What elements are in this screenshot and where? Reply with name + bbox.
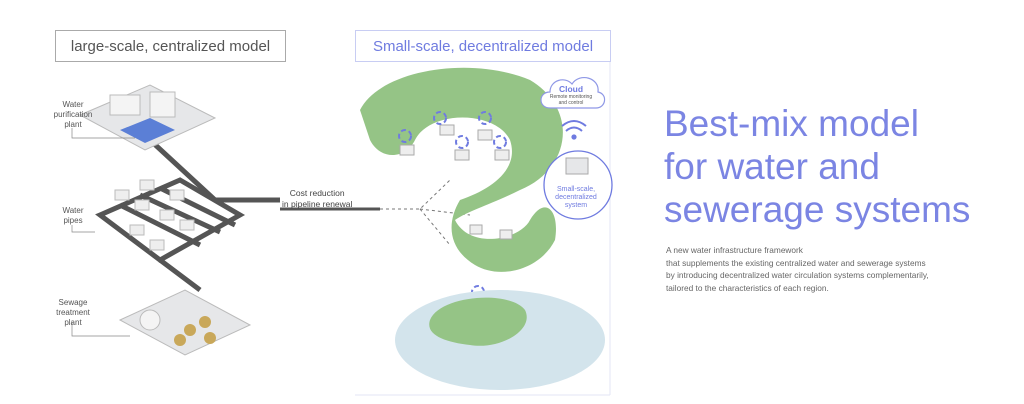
cost-reduction-label: Cost reduction in pipeline renewal — [282, 188, 352, 210]
description-line: A new water infrastructure framework — [666, 245, 803, 255]
label-line: plant — [64, 318, 82, 327]
label-line: Cost reduction — [289, 188, 345, 198]
decentralized-system-bubble — [543, 150, 613, 220]
label-line: in pipeline renewal — [282, 199, 353, 209]
label-line: treatment — [56, 308, 90, 317]
label-line: system — [564, 202, 588, 209]
town-illustration — [114, 179, 195, 251]
cloud-title: Cloud — [558, 84, 584, 94]
label-line: pipes — [63, 216, 83, 225]
label-line: purification — [53, 110, 93, 119]
label-leader-lines — [71, 128, 135, 337]
sewage-treatment-plant-illustration — [118, 289, 252, 356]
description-line: tailored to the characteristics of each … — [666, 282, 829, 293]
island-illustration — [429, 297, 527, 346]
description-line: by introducing decentralized water circu… — [666, 270, 929, 280]
label-line: Water — [62, 206, 84, 215]
cloud-icon — [540, 76, 606, 109]
wifi-icon — [561, 120, 587, 140]
label-line: Sewage — [58, 298, 88, 307]
label-water-purification-plant: Water purification plant — [48, 100, 98, 130]
description-line: that supplements the existing centralize… — [666, 257, 926, 268]
label-line: Water — [62, 100, 84, 109]
label-line: plant — [64, 120, 82, 129]
dashed-distribution-lines — [380, 179, 471, 246]
cloud-subtitle: Remote monitoring — [549, 94, 593, 100]
title-line: for water and — [664, 146, 880, 187]
cloud-subtitle: and control — [558, 100, 584, 106]
label-water-pipes: Water pipes — [48, 206, 98, 226]
label-line: decentralized — [555, 194, 597, 201]
page-title: Best-mix model for water and sewerage sy… — [664, 102, 970, 231]
label-sewage-treatment-plant: Sewage treatment plant — [48, 298, 98, 328]
green-land-illustration — [360, 67, 563, 272]
title-line: sewerage systems — [664, 189, 971, 230]
description: A new water infrastructure framework tha… — [666, 244, 929, 294]
bubble-label: Small-scale, decentralized system — [542, 186, 610, 210]
pipe-network — [95, 138, 280, 292]
label-line: Small-scale, — [556, 186, 596, 193]
water-purification-plant-illustration — [78, 84, 217, 151]
title-line: Best-mix model — [664, 103, 919, 144]
decentralized-model-header: Small-scale, decentralized model — [355, 30, 611, 62]
cloud-label: Cloud Remote monitoring and control — [540, 84, 602, 106]
centralized-model-header: large-scale, centralized model — [55, 30, 286, 62]
houses — [399, 124, 513, 240]
